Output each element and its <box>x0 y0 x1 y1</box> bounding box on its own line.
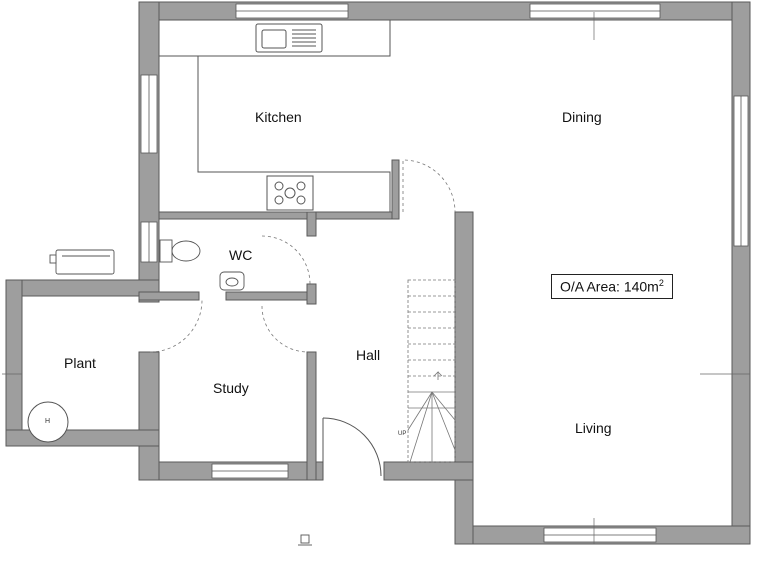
sink <box>255 23 323 53</box>
room-label-wc: WC <box>229 247 253 263</box>
sink-bowl <box>261 29 287 49</box>
section-marks <box>2 12 750 544</box>
area-label: O/A Area: 140m <box>560 278 659 295</box>
stairs <box>407 279 456 463</box>
door-swing-wc <box>261 235 311 285</box>
wall-plant-left <box>5 279 23 447</box>
room-label-plant: Plant <box>64 355 96 371</box>
toilet-bowl <box>171 240 201 262</box>
door-swing-kitchen-hall <box>402 159 456 213</box>
boiler-cylinder <box>27 401 69 443</box>
cistern <box>159 239 173 263</box>
room-label-dining: Dining <box>562 109 602 125</box>
wall-stair <box>454 211 474 463</box>
room-label-study: Study <box>213 380 249 396</box>
wall-study-right-upper <box>306 283 317 305</box>
room-label-living: Living <box>575 420 612 436</box>
area-superscript: 2 <box>658 278 664 288</box>
windows <box>140 3 749 543</box>
wall-wc-study-right <box>225 291 309 301</box>
door-swing-study <box>261 305 309 353</box>
wall-right <box>731 1 751 545</box>
wall-study-left <box>138 351 160 481</box>
door-swing-plant <box>149 299 203 353</box>
marker <box>298 534 312 546</box>
wall-wc-right <box>306 211 317 237</box>
room-label-hall: Hall <box>356 347 381 363</box>
wall-plant-bottom <box>5 429 160 447</box>
hob <box>266 175 314 211</box>
boiler-label: H <box>45 418 51 425</box>
area-label-box: O/A Area: 140m2 <box>551 274 673 299</box>
wall-wc-study-left <box>138 291 200 301</box>
room-label-kitchen: Kitchen <box>255 109 302 125</box>
front-door <box>322 417 382 480</box>
wall-hall-kitchen <box>391 159 400 220</box>
wall-kitchen-wc <box>158 211 400 220</box>
wall-hall-bottom <box>383 461 474 481</box>
kitchen-units <box>159 19 391 212</box>
stair-up-label: UP <box>398 431 407 437</box>
walls <box>5 1 751 545</box>
door-swings <box>149 159 456 353</box>
wall-plant-top <box>5 279 160 297</box>
wall-study-right-lower <box>306 351 317 481</box>
wc-fixtures <box>159 239 245 291</box>
external-unit <box>49 249 115 275</box>
